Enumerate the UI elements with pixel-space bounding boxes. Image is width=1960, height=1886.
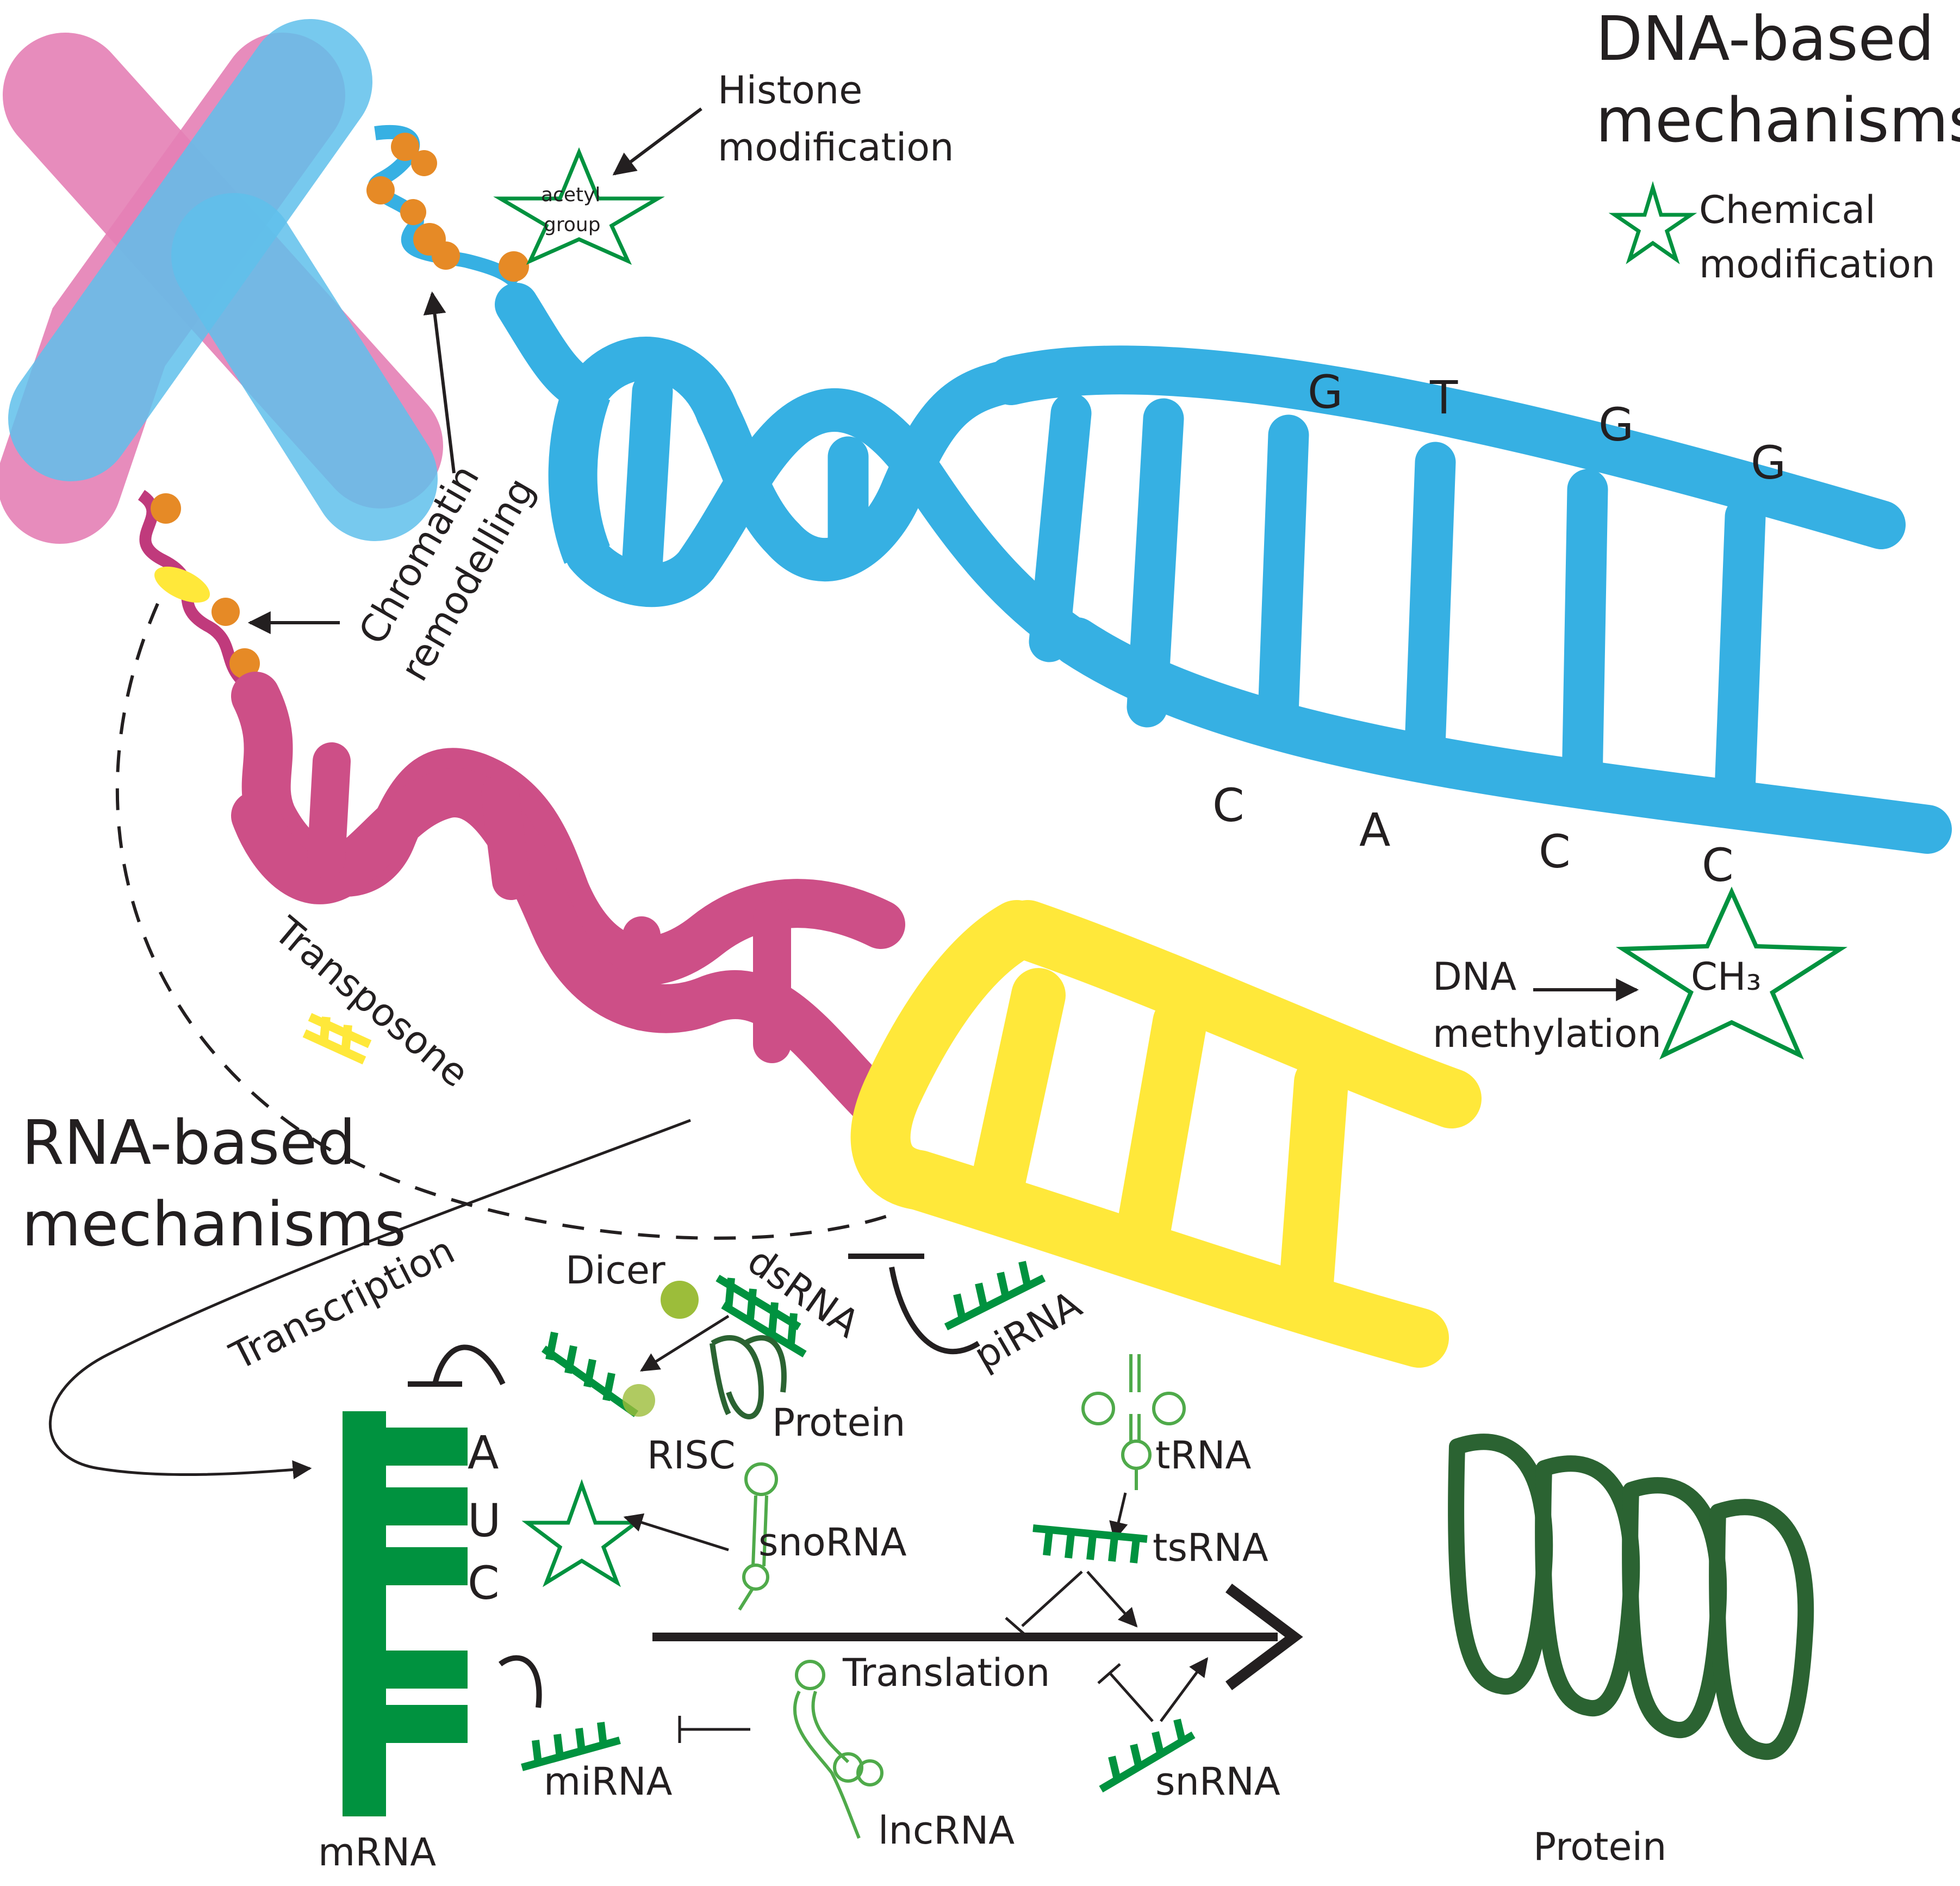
transposon-yellow [302,900,1482,1368]
trna-icon [1081,1354,1186,1490]
dna-bases-top: G T G G [1308,365,1786,489]
protein-label: Protein [1533,1825,1666,1869]
transposition-dashed-arc [115,603,898,1240]
dicer-label: Dicer [565,1248,665,1293]
dna-helix-blue [495,283,1952,854]
methyl-star-icon [1615,886,1848,1060]
transcription-arrow [49,1119,691,1480]
base-bottom-4: C [1702,839,1734,892]
transposone-label: Transposone [265,908,477,1096]
lncrna-label: lncRNA [878,1808,1015,1853]
legend-chemical-line2: modification [1699,242,1935,287]
ch3-label: CH₃ [1691,954,1762,999]
tsrna-label: tsRNA [1153,1525,1268,1570]
chromatin-fiber-pink [138,489,269,698]
base-top-4: G [1751,436,1786,489]
dicer-icon [661,1281,699,1319]
protein-icon [1448,1434,1814,1760]
rna-title-line2: mechanisms [22,1189,406,1260]
mirna-icon [521,1722,621,1771]
risc-label: RISC [647,1433,736,1478]
dna-title-line1: DNA-based [1596,4,1934,75]
snorna-icon [738,1462,778,1611]
dna-title-line2: mechanisms [1596,85,1960,156]
tsrna-icon [1032,1524,1148,1564]
lncrna-icon [793,1660,883,1839]
chromosome [0,19,443,544]
base-bottom-3: C [1539,825,1571,878]
protein-small-label: Protein [772,1400,905,1445]
chromatin-fiber-blue [366,125,529,288]
mirna-label: miRNA [544,1759,673,1804]
dna-bases-bottom: C A C C [1212,779,1734,892]
transposon-small-icon [302,1013,372,1065]
histone-label-line2: modification [718,125,954,170]
dsrna-icon [715,1274,807,1358]
histone-label-line1: Histone [718,68,862,113]
risc-icon [541,1331,639,1417]
dna-methylation-label-line1: DNA [1433,954,1516,999]
pirna-icon [944,1261,1046,1331]
snorna-label: snoRNA [758,1520,907,1565]
translation-label: Translation [842,1651,1050,1695]
acetyl-label-line1: acetyl [541,184,600,206]
mrna-base-2: U [468,1494,501,1547]
legend-star-icon [1608,181,1697,264]
rna-title-line1: RNA-based [22,1108,356,1178]
legend-chemical-line1: Chemical [1699,188,1876,232]
base-bottom-2: A [1359,803,1390,857]
base-top-1: G [1308,365,1343,419]
base-bottom-1: C [1212,779,1245,832]
acetyl-label-line2: group [544,214,601,236]
dna-helix-pink [231,672,905,1128]
snorna-star-icon [521,1479,642,1587]
acetyl-star-icon [493,147,665,265]
snrna-label: snRNA [1155,1759,1280,1804]
mrna-icon [343,1411,468,1816]
mrna-label: mRNA [318,1830,436,1875]
mrna-base-1: A [468,1426,499,1479]
mrna-base-3: C [468,1556,500,1610]
base-top-2: T [1429,371,1458,424]
dna-methylation-label-line2: methylation [1433,1012,1662,1056]
trna-label: tRNA [1155,1433,1251,1478]
snrna-icon [1099,1719,1196,1793]
base-top-3: G [1598,398,1634,451]
protein-small-icon [710,1335,787,1419]
